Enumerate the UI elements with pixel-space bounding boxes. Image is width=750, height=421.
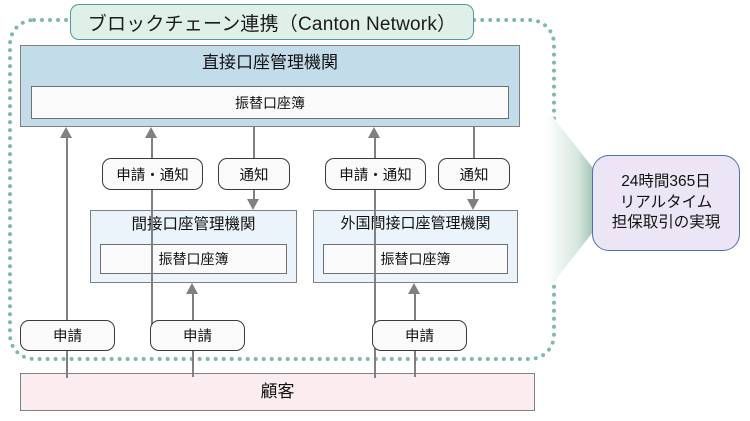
outcome-line-2: リアルタイム	[619, 193, 713, 211]
apply-label-second: 申請	[150, 320, 245, 351]
direct-account-institution-title: 直接口座管理機関	[202, 53, 338, 72]
arrowhead-down-notify-left	[247, 199, 259, 210]
connector-apply2-to-direct	[151, 131, 154, 328]
direct-account-institution-box: 直接口座管理機関 振替口座簿	[20, 45, 520, 127]
apply-label-third: 申請	[372, 320, 467, 351]
indirect-account-ledger-box: 振替口座簿	[100, 244, 287, 274]
outcome-line-3: 担保取引の実現	[611, 214, 721, 232]
indirect-account-institution-box: 間接口座管理機関 振替口座簿	[90, 210, 297, 283]
direct-account-ledger-box: 振替口座簿	[31, 86, 509, 119]
connector-apply1-to-direct	[66, 131, 69, 328]
apply-label-first: 申請	[20, 320, 115, 351]
foreign-indirect-account-institution-box: 外国間接口座管理機関 振替口座簿	[313, 210, 518, 283]
customer-box: 顧客	[20, 373, 535, 411]
indirect-account-institution-title: 間接口座管理機関	[131, 216, 256, 233]
arrowhead-up-indirect-left	[186, 283, 198, 294]
arrowhead-up-apply2	[145, 127, 157, 138]
arrowhead-down-notify-right	[467, 199, 479, 210]
arrowhead-up-apply3	[368, 127, 380, 138]
connector-customer-to-apply3	[374, 328, 377, 378]
connector-customer-to-apply1	[66, 328, 69, 378]
result-arrow-icon	[546, 108, 618, 292]
outcome-callout-box: 24時間365日 リアルタイム 担保取引の実現	[592, 155, 740, 251]
flow-label-apply-notify-right: 申請・通知	[325, 158, 426, 190]
outcome-line-1: 24時間365日	[621, 172, 711, 190]
connector-apply3-to-direct	[374, 131, 377, 328]
flow-label-notify-left: 通知	[218, 158, 290, 190]
foreign-indirect-account-institution-title: 外国間接口座管理機関	[340, 215, 491, 232]
customer-title: 顧客	[260, 382, 295, 402]
flow-label-notify-right: 通知	[438, 158, 510, 190]
arrowhead-up-apply1	[60, 127, 72, 138]
foreign-indirect-account-ledger-box: 振替口座簿	[323, 244, 508, 274]
arrowhead-up-indirect-right	[408, 283, 420, 294]
blockchain-title-label: ブロックチェーン連携（Canton Network）	[70, 4, 474, 40]
flow-label-apply-notify-left: 申請・通知	[102, 158, 203, 190]
